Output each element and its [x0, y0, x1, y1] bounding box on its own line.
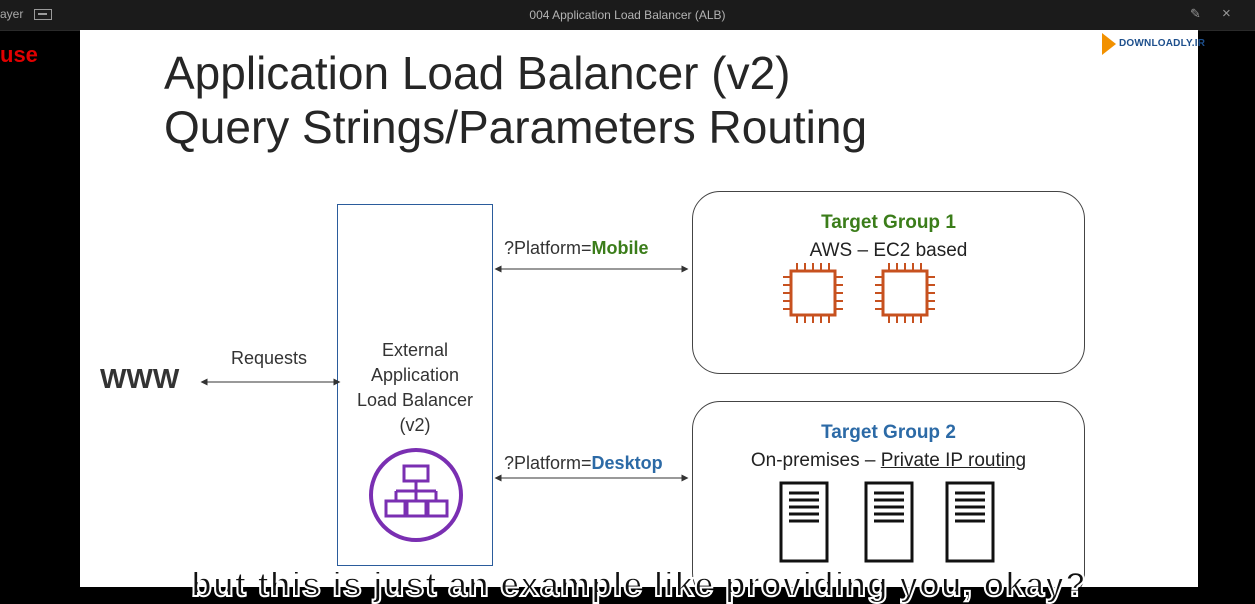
mobile-route-label: ?Platform=Mobile — [504, 238, 649, 259]
load-balancer-icon — [369, 448, 463, 542]
param-prefix: ?Platform= — [504, 453, 592, 473]
server-icon — [864, 481, 914, 563]
watermark-logo: DOWNLOADLY.IR — [1119, 38, 1206, 49]
lb-label-line: External — [381, 340, 449, 360]
www-label: WWW — [100, 363, 180, 394]
lb-label-line: Application — [370, 365, 460, 385]
slide-title-line2: Query Strings/Parameters Routing — [164, 101, 868, 153]
titlebar-app-label: ayer — [0, 7, 24, 21]
slide: Application Load Balancer (v2) Query Str… — [80, 30, 1198, 587]
lb-label-line: Load Balancer — [356, 390, 474, 410]
ec2-instance-icon — [783, 263, 843, 323]
subtitle-caption: but this is just an example like providi… — [190, 566, 1087, 604]
window-layout-icon[interactable] — [34, 9, 52, 20]
desktop-route-label: ?Platform=Desktop — [504, 453, 663, 474]
param-prefix: ?Platform= — [504, 238, 592, 258]
requests-label: Requests — [231, 348, 308, 368]
param-value-desktop: Desktop — [591, 453, 663, 473]
server-icon — [779, 481, 829, 563]
lb-label-line: (v2) — [399, 415, 431, 435]
target-group-1-box: Target Group 1 AWS – EC2 based — [692, 191, 1085, 374]
target-group-2-title: Target Group 2 — [821, 422, 956, 443]
pin-icon[interactable]: ✎ — [1190, 6, 1201, 21]
logo-play-icon — [1102, 33, 1116, 55]
private-ip-routing-text: Private IP routing — [880, 450, 1027, 471]
close-icon[interactable]: × — [1222, 5, 1231, 22]
diagram-graphics — [200, 263, 995, 563]
load-balancer-label: External Application Load Balancer (v2) — [337, 338, 493, 438]
slide-title-line1: Application Load Balancer (v2) — [164, 47, 791, 99]
server-icon — [945, 481, 995, 563]
target-group-1-subtitle: AWS – EC2 based — [809, 240, 968, 261]
target-group-2-subtitle: On-premises – Private IP routing — [693, 450, 1084, 472]
slide-title: Application Load Balancer (v2) Query Str… — [164, 46, 867, 154]
param-value-mobile: Mobile — [591, 238, 649, 258]
window-title: 004 Application Load Balancer (ALB) — [529, 8, 726, 22]
target-group-1-title: Target Group 1 — [821, 212, 956, 233]
side-overlay-text: use — [0, 42, 38, 67]
window-titlebar: ayer 004 Application Load Balancer (ALB)… — [0, 0, 1255, 31]
ec2-instance-icon — [875, 263, 935, 323]
tg2-subtitle-prefix: On-premises – — [750, 450, 881, 471]
